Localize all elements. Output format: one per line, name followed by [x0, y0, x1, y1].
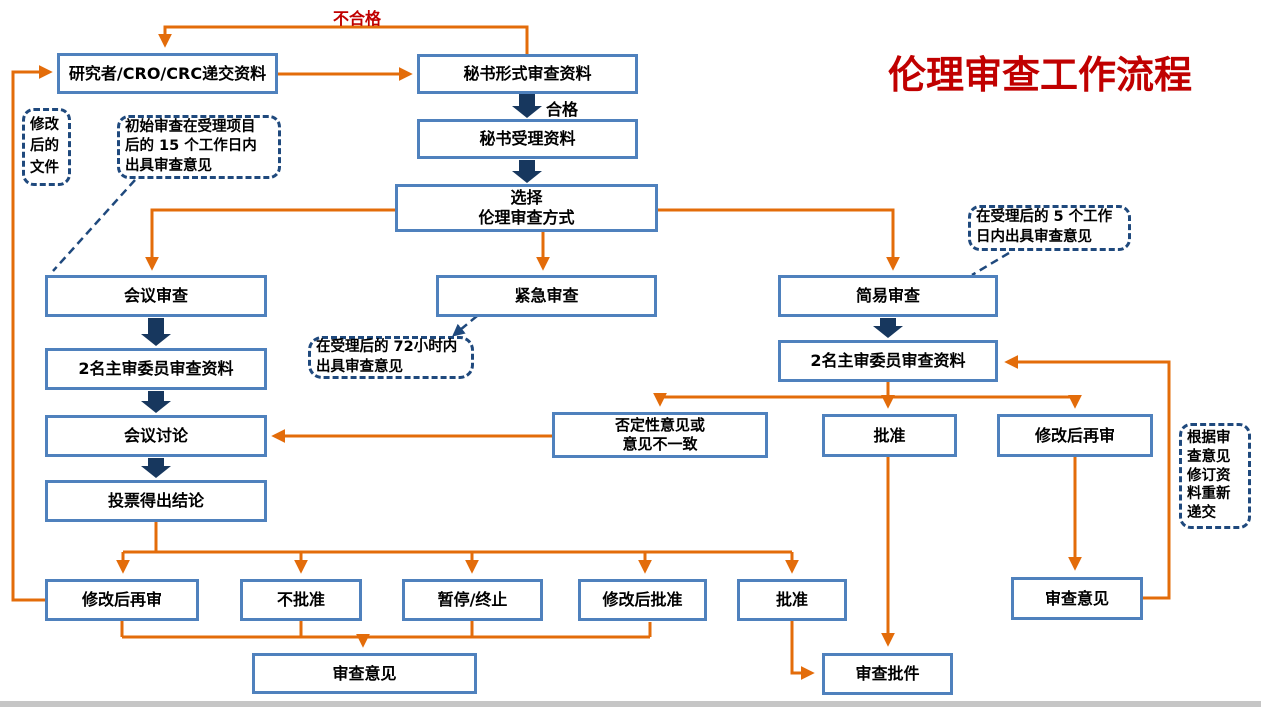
- node-review-opinion-right: 审查意见: [1011, 577, 1143, 620]
- node-not-approve: 不批准: [240, 579, 362, 621]
- note-urgent-review-deadline: 在受理后的 72小时内 出具审查意见: [308, 336, 474, 379]
- node-revise-resubmit-right: 修改后再审: [997, 414, 1153, 457]
- node-urgent-review: 紧急审查: [436, 275, 657, 317]
- node-review-opinion-bottom: 审查意见: [252, 653, 477, 694]
- node-approve-after-revision: 修改后批准: [578, 579, 707, 621]
- note-revised-file: 修改 后的 文件: [22, 108, 71, 186]
- node-meeting-discussion: 会议讨论: [45, 415, 267, 457]
- page-title: 伦理审查工作流程: [888, 53, 1193, 97]
- node-secretary-form-review: 秘书形式审查资料: [417, 54, 638, 94]
- node-approve-bottom: 批准: [737, 579, 847, 621]
- node-researcher-submit: 研究者/CRO/CRC递交资料: [57, 53, 278, 94]
- node-two-reviewers-right: 2名主审委员审查资料: [778, 340, 998, 382]
- label-pass: 合格: [546, 100, 579, 119]
- note-simple-review-deadline: 在受理后的 5 个工作 日内出具审查意见: [968, 205, 1131, 251]
- node-vote-conclusion: 投票得出结论: [45, 480, 267, 522]
- node-simple-review: 简易审查: [778, 275, 998, 317]
- node-suspend-terminate: 暂停/终止: [402, 579, 543, 621]
- node-negative-opinion: 否定性意见或 意见不一致: [552, 412, 768, 458]
- node-choose-review-method: 选择 伦理审查方式: [395, 184, 658, 232]
- label-fail: 不合格: [333, 9, 382, 28]
- note-initial-review-deadline: 初始审查在受理项目 后的 15 个工作日内 出具审查意见: [117, 115, 281, 179]
- node-approval-letter: 审查批件: [822, 653, 953, 695]
- node-meeting-review: 会议审查: [45, 275, 267, 317]
- note-resubmit-per-opinion: 根据审 查意见 修订资 料重新 递交: [1179, 423, 1251, 529]
- node-secretary-accept: 秘书受理资料: [417, 119, 638, 159]
- slide-bottom-edge: [0, 701, 1261, 707]
- node-approve-mid: 批准: [822, 414, 957, 457]
- node-revise-resubmit-bottom: 修改后再审: [45, 579, 199, 621]
- node-two-reviewers-left: 2名主审委员审查资料: [45, 348, 267, 390]
